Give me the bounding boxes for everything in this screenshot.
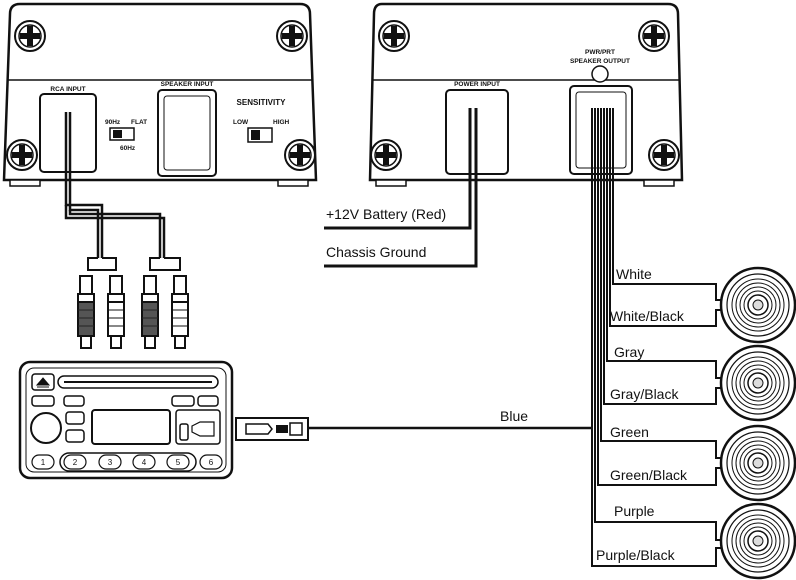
speaker-icon <box>719 502 796 580</box>
speaker-wire-label: Purple <box>614 503 655 519</box>
head-unit-button[interactable] <box>31 395 55 407</box>
rca-plug-icon <box>107 275 125 349</box>
head-unit: 1 2 3 4 5 6 <box>18 360 234 480</box>
rca-input-jack[interactable] <box>39 93 97 173</box>
battery-wire-label: +12V Battery (Red) <box>326 206 446 222</box>
speaker-wire-label: White <box>616 266 652 282</box>
head-unit-button[interactable] <box>63 395 85 407</box>
screw-icon <box>6 139 38 171</box>
rca-cables <box>64 112 181 271</box>
screw-icon <box>284 139 316 171</box>
preset-button[interactable] <box>63 454 87 470</box>
ground-wire-label: Chassis Ground <box>326 244 426 260</box>
right-amplifier: POWER INPUT PWR/PRT SPEAKER OUTPUT <box>368 2 684 187</box>
preset-button[interactable] <box>199 454 223 470</box>
screw-icon <box>638 20 670 52</box>
preset-button[interactable] <box>31 454 55 470</box>
freq-flat-label: FLAT <box>131 119 147 126</box>
speaker-output-label: SPEAKER OUTPUT <box>570 58 630 65</box>
speaker-icon <box>719 266 796 344</box>
preset-label: 1 <box>41 458 46 467</box>
speaker-icon <box>719 424 796 502</box>
rca-plug-icon <box>171 275 189 349</box>
speaker-input-jack[interactable] <box>157 89 217 177</box>
preset-label: 2 <box>73 458 78 467</box>
screw-icon <box>648 139 680 171</box>
sensitivity-low-label: LOW <box>233 119 249 126</box>
pwr-prt-label: PWR/PRT <box>585 49 615 56</box>
pwr-prt-led-icon <box>591 65 609 83</box>
rca-plug-icon <box>77 275 95 349</box>
speaker-wire-label: Green <box>610 424 649 440</box>
freq-90hz-label: 90Hz <box>105 119 121 126</box>
speaker-wire-bundle <box>591 108 724 567</box>
rca-input-label: RCA INPUT <box>50 86 85 93</box>
power-input-label: POWER INPUT <box>454 81 500 88</box>
screw-icon <box>276 20 308 52</box>
speaker-wire-label: Purple/Black <box>596 547 676 563</box>
preset-label: 6 <box>209 458 214 467</box>
speaker-icon <box>719 344 796 422</box>
screw-icon <box>14 20 46 52</box>
remote-connector <box>235 417 309 441</box>
head-unit-button[interactable] <box>65 411 85 425</box>
ground-wire <box>324 108 478 268</box>
head-unit-button[interactable] <box>171 395 195 407</box>
sensitivity-high-label: HIGH <box>273 119 290 126</box>
freq-60hz-label: 60Hz <box>120 145 136 152</box>
screw-icon <box>370 139 402 171</box>
left-amplifier: RCA INPUT SPEAKER INPUT 90Hz FLAT 60Hz S… <box>2 2 318 187</box>
display-screen <box>91 409 171 445</box>
speaker-input-label: SPEAKER INPUT <box>161 81 214 88</box>
preset-label: 3 <box>108 458 113 467</box>
preset-label: 5 <box>176 458 181 467</box>
head-unit-button[interactable] <box>65 429 85 443</box>
volume-knob[interactable] <box>30 412 62 444</box>
preset-button[interactable] <box>98 454 122 470</box>
preset-label: 4 <box>142 458 147 467</box>
speaker-wire-label: Gray/Black <box>610 386 679 402</box>
speaker-wire-label: White/Black <box>610 308 685 324</box>
battery-wire <box>324 108 472 230</box>
screw-icon <box>378 20 410 52</box>
rca-plug-icon <box>141 275 159 349</box>
speaker-wire-label: Gray <box>614 344 644 360</box>
eject-icon <box>35 377 51 388</box>
head-unit-button[interactable] <box>197 395 219 407</box>
sensitivity-label: SENSITIVITY <box>237 98 287 107</box>
speaker-wire-label: Green/Black <box>610 467 688 483</box>
preset-button[interactable] <box>132 454 156 470</box>
preset-button[interactable] <box>166 454 190 470</box>
blue-wire-label: Blue <box>500 408 528 424</box>
